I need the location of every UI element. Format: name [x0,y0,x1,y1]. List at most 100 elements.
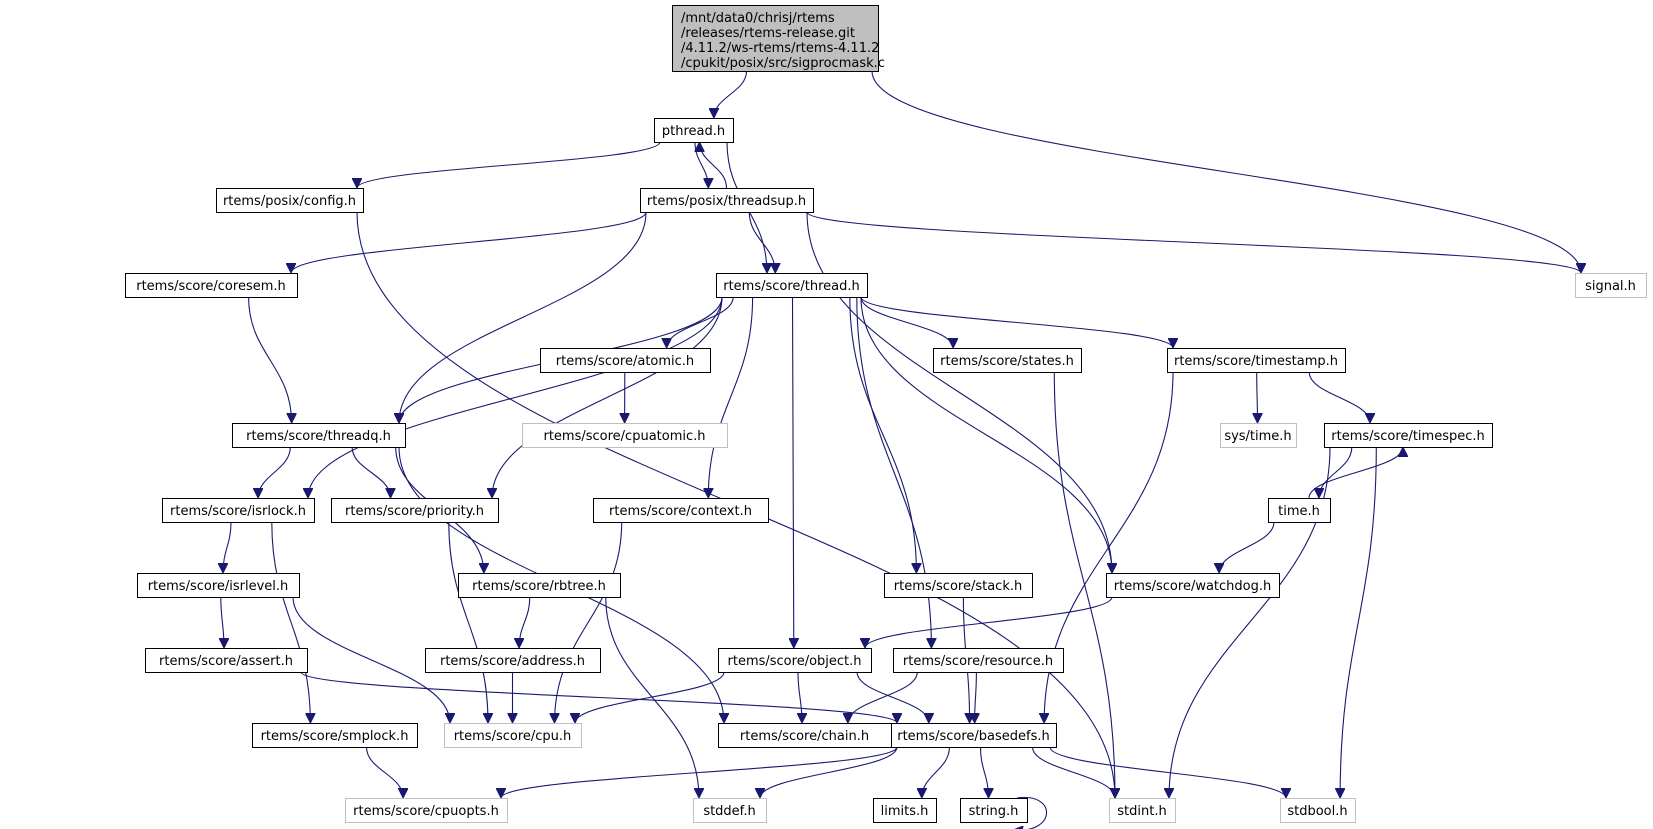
root-path-line: /4.11.2/ws-rtems/rtems-4.11.2 [681,41,879,56]
node-label: rtems/score/stack.h [894,579,1022,594]
node-pthread-h[interactable]: pthread.h [654,118,734,143]
node-label: rtems/score/context.h [609,504,752,519]
edge-object-to-cpu [575,671,725,724]
node-rtems-score-timestamp-h[interactable]: rtems/score/timestamp.h [1167,348,1346,373]
node-stdint-h: stdint.h [1109,798,1176,823]
node-box [873,798,937,823]
node-rtems-score-chain-h[interactable]: rtems/score/chain.h [718,723,892,748]
node-string-h[interactable]: string.h [960,798,1028,823]
node-rtems-score-isrlock-h[interactable]: rtems/score/isrlock.h [162,498,315,523]
edge-threadsup-to-watchdog [806,211,1112,573]
node-label: sys/time.h [1224,429,1291,444]
edge-smplock-to-cpuopts [365,746,404,799]
node-label: rtems/score/basedefs.h [897,729,1050,744]
node-rtems-score-object-h[interactable]: rtems/score/object.h [718,648,872,673]
node-box [1167,348,1346,373]
root-path-line: /mnt/data0/chrisj/rtems [681,11,835,26]
edge-isrlevel-to-assert [221,596,224,648]
node-limits-h[interactable]: limits.h [873,798,937,823]
edge-thread-to-atomic [667,296,734,349]
node-rtems-score-watchdog-h[interactable]: rtems/score/watchdog.h [1106,573,1280,598]
node-box [593,498,769,523]
node-label: limits.h [881,804,929,819]
edge-context-to-cpu [555,521,623,723]
node-label: rtems/score/thread.h [723,279,860,294]
node-box [884,573,1033,598]
node-rtems-score-rbtree-h[interactable]: rtems/score/rbtree.h [458,573,621,598]
node-rtems-score-thread-h[interactable]: rtems/score/thread.h [716,273,868,298]
edge-watchdog-to-object [865,596,1113,649]
edge-pthread-to-threadsup [694,141,708,188]
node-rtems-score-atomic-h[interactable]: rtems/score/atomic.h [540,348,711,373]
edge-threadq-to-isrlock [258,446,291,499]
edge-resource-to-chain [848,671,918,724]
node-box [933,348,1082,373]
node-label: time.h [1278,504,1320,519]
node-box [960,798,1028,823]
node-rtems-score-cpu-h: rtems/score/cpu.h [444,723,582,748]
node-rtems-score-smplock-h[interactable]: rtems/score/smplock.h [252,723,418,748]
edge-pthread-to-posix-config [357,141,661,189]
edge-isrlock-to-isrlevel [223,521,232,573]
edge-rbtree-to-address [519,596,531,648]
node-rtems-score-cpuatomic-h: rtems/score/cpuatomic.h [522,423,728,448]
node-label: rtems/score/object.h [728,654,862,669]
node-label: rtems/score/timespec.h [1331,429,1484,444]
node-rtems-posix-threadsup-h[interactable]: rtems/posix/threadsup.h [640,188,814,213]
node-stdbool-h: stdbool.h [1280,798,1356,823]
node-rtems-score-stack-h[interactable]: rtems/score/stack.h [884,573,1033,598]
node-rtems-score-assert-h[interactable]: rtems/score/assert.h [145,648,308,673]
edge-thread-to-context [708,296,754,498]
node-box [1109,798,1176,823]
root-file-node[interactable]: /mnt/data0/chrisj/rtems/releases/rtems-r… [672,5,885,72]
node-box [345,798,508,823]
edge-root-to-signal [871,70,1581,273]
node-box [458,573,621,598]
edge-thread-to-stack [849,296,917,573]
node-label: stdbool.h [1287,804,1347,819]
node-rtems-score-timespec-h[interactable]: rtems/score/timespec.h [1324,423,1493,448]
edge-basedefs-to-string [979,746,989,798]
node-rtems-score-threadq-h[interactable]: rtems/score/threadq.h [232,423,406,448]
node-box [331,498,499,523]
node-rtems-score-context-h[interactable]: rtems/score/context.h [593,498,769,523]
edges-layer [221,70,1581,829]
node-label: rtems/score/atomic.h [556,354,694,369]
node-rtems-score-resource-h[interactable]: rtems/score/resource.h [893,648,1064,673]
node-box [718,723,892,748]
edge-timespec-to-time [1319,446,1353,499]
node-box [693,798,767,823]
node-rtems-score-basedefs-h[interactable]: rtems/score/basedefs.h [891,723,1057,748]
node-label: rtems/score/cpuopts.h [353,804,499,819]
node-time-h[interactable]: time.h [1268,498,1331,523]
node-box [893,648,1064,673]
node-box [1106,573,1280,598]
root-path-line: /releases/rtems-release.git [681,26,855,41]
node-label: rtems/score/threadq.h [246,429,391,444]
node-label: rtems/score/coresem.h [136,279,286,294]
node-rtems-score-coresem-h[interactable]: rtems/score/coresem.h [125,273,298,298]
node-label: string.h [969,804,1019,819]
node-rtems-score-states-h[interactable]: rtems/score/states.h [933,348,1082,373]
node-label: rtems/score/rbtree.h [472,579,606,594]
edge-timespec-to-stdbool [1340,446,1377,798]
edge-string-to-string [1013,796,1048,829]
node-rtems-posix-config-h[interactable]: rtems/posix/config.h [216,188,364,213]
edge-threadsup-to-signal [806,211,1581,274]
node-label: stddef.h [703,804,755,819]
node-box [654,118,734,143]
edge-basedefs-to-stddef [760,746,898,799]
node-rtems-score-priority-h[interactable]: rtems/score/priority.h [331,498,499,523]
edge-thread-to-priority [492,296,723,498]
node-rtems-score-isrlevel-h[interactable]: rtems/score/isrlevel.h [137,573,300,598]
root-node-box [672,5,879,72]
node-label: rtems/posix/config.h [223,194,356,209]
node-box [716,273,868,298]
node-rtems-score-address-h[interactable]: rtems/score/address.h [425,648,601,673]
node-rtems-score-cpuopts-h: rtems/score/cpuopts.h [345,798,508,823]
node-label: rtems/score/states.h [940,354,1074,369]
node-box [1268,498,1331,523]
edge-priority-to-cpu [448,521,488,723]
node-label: rtems/score/address.h [440,654,585,669]
edge-time-to-watchdog [1219,521,1275,574]
